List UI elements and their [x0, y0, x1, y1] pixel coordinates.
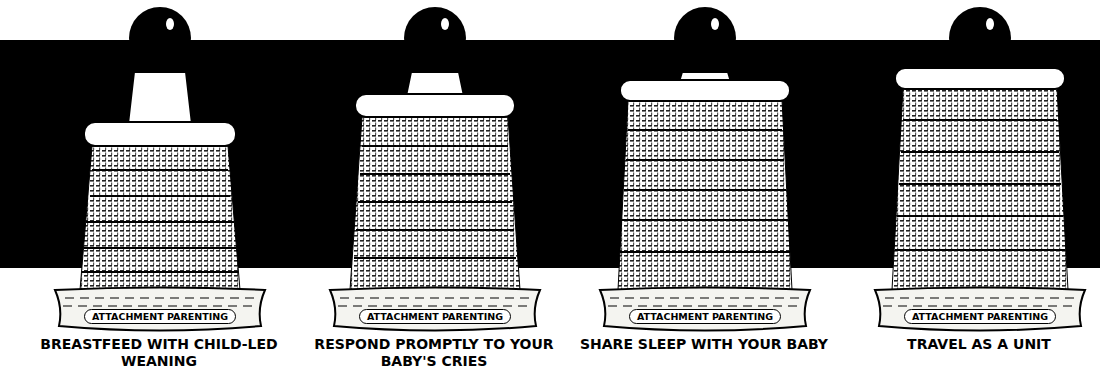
stacking-toy	[80, 7, 240, 290]
base-label: ATTACHMENT PARENTING	[904, 309, 1056, 324]
stacking-toy	[350, 7, 520, 290]
toy-base: ATTACHMENT PARENTINGBREASTFEED WITH CHIL…	[51, 286, 269, 332]
base-label: ATTACHMENT PARENTING	[629, 309, 781, 324]
toy-base: ATTACHMENT PARENTINGSHARE SLEEP WITH YOU…	[596, 286, 814, 332]
base-label: ATTACHMENT PARENTING	[84, 309, 236, 324]
caption-text: SHARE SLEEP WITH YOUR BABY	[572, 336, 836, 353]
caption-text: TRAVEL AS A UNIT	[847, 336, 1100, 353]
base-label: ATTACHMENT PARENTING	[359, 309, 511, 324]
stacking-toy	[618, 7, 792, 290]
caption-text: BREASTFEED WITH CHILD-LED WEANING	[27, 336, 291, 370]
stacking-toy	[892, 7, 1068, 290]
toy-base: ATTACHMENT PARENTINGRESPOND PROMPTLY TO …	[326, 286, 544, 332]
caption-text: RESPOND PROMPTLY TO YOUR BABY'S CRIES	[302, 336, 566, 370]
toy-base: ATTACHMENT PARENTINGTRAVEL AS A UNIT	[871, 286, 1089, 332]
